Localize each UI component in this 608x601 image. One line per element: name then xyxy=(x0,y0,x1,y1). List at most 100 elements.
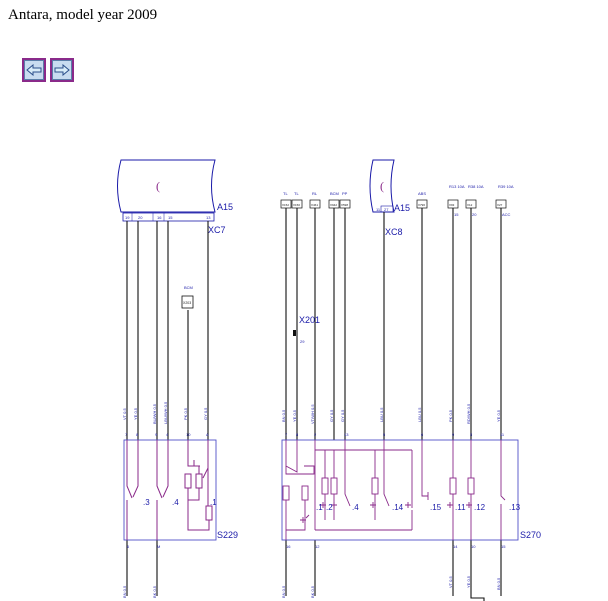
diagram-label: 10 xyxy=(186,432,191,437)
diagram-label: 6 xyxy=(127,544,130,549)
diagram-label: BK 0.5 xyxy=(310,585,315,598)
diagram-label: 14 xyxy=(453,544,458,549)
diagram-label: .12 xyxy=(474,503,486,512)
right-wires xyxy=(285,208,502,601)
diagram-label: X461 xyxy=(311,203,318,207)
bottom-left-labels: BN 0.5 BK 0.5 xyxy=(122,585,157,598)
label-bcm: BCM xyxy=(184,285,193,290)
diagram-label: 7 xyxy=(285,432,288,437)
diagram-label: YE 0.5 xyxy=(133,407,138,420)
diagram-label: RD/WH 0.5 xyxy=(466,403,471,424)
diagram-label: A xyxy=(206,432,209,437)
diagram-label: .11 xyxy=(455,503,466,512)
diagram-label: PK 0.5 xyxy=(183,407,188,420)
diagram-label: X150 xyxy=(293,203,300,207)
xc7-pin: 16 xyxy=(157,215,162,220)
module-a15-right: ( 11 27 A15 XC8 xyxy=(369,159,410,237)
label-xc8: XC8 xyxy=(385,227,403,237)
arrow-left-icon xyxy=(24,60,44,80)
diagram-label: 16 xyxy=(286,544,291,549)
diagram-label: GY 0.5 xyxy=(203,407,208,420)
next-page-button[interactable] xyxy=(50,58,74,82)
xc7-pin: 19 xyxy=(125,215,130,220)
diagram-label: YE 0.5 xyxy=(292,409,297,422)
diagram-label: .4 xyxy=(172,498,179,507)
label-xc7: XC7 xyxy=(208,225,226,235)
diagram-label: PP xyxy=(342,191,348,196)
diagram-label: .14 xyxy=(392,503,404,512)
diagram-label: 6 xyxy=(421,432,424,437)
page-title: Antara, model year 2009 xyxy=(8,7,158,23)
diagram-label: GY 0.5 xyxy=(340,409,345,422)
diagram-label: 27 xyxy=(384,207,389,212)
diagram-label: .13 xyxy=(509,503,521,512)
diagram-label: ACC xyxy=(502,212,511,217)
diagram-label: X201 xyxy=(299,315,320,325)
diagram-label: 5 xyxy=(383,432,386,437)
diagram-label: BU/WH 0.5 xyxy=(152,403,157,424)
left-wire-labels: VT 0.5 YE 0.5 BU/WH 0.5 LBU/WH 0.5 PK 0.… xyxy=(122,401,208,424)
label-s270: S270 xyxy=(520,530,541,540)
diagram-label: YE 0.5 xyxy=(466,575,471,588)
bcm-box-label: X203 xyxy=(183,301,191,305)
diagram-label: BK 0.5 xyxy=(152,585,157,598)
diagram-label: GY 0.5 xyxy=(329,409,334,422)
diagram-label: 7 xyxy=(125,432,128,437)
diagram-label: LBU 0.5 xyxy=(417,407,422,422)
diagram-label: 11 xyxy=(376,207,381,212)
diagram-label: 29 xyxy=(300,339,305,344)
diagram-label: 8 xyxy=(296,432,299,437)
label-a15-left: A15 xyxy=(217,202,233,212)
diagram-label: .4 xyxy=(352,503,359,512)
diagram-label: 9 xyxy=(155,432,158,437)
diagram-label: 10 xyxy=(471,544,476,549)
xc7-pin: 15 xyxy=(168,215,173,220)
diagram-label: .1 xyxy=(316,503,323,512)
diagram-label: 13 xyxy=(344,432,349,437)
diagram-label: ( xyxy=(380,179,384,193)
diagram-label: YE 0.5 xyxy=(496,409,501,422)
xc7-pin: 13 xyxy=(206,215,211,220)
diagram-label: RL xyxy=(312,191,318,196)
diagram-label: X93 xyxy=(449,203,455,207)
diagram-label: .3 xyxy=(143,498,150,507)
diagram-label: VT/WH 0.5 xyxy=(310,404,315,424)
diagram-label: .15 xyxy=(430,503,442,512)
diagram-label: 15 xyxy=(501,544,506,549)
connector-x201: X201 29 xyxy=(293,315,320,344)
arrow-right-icon xyxy=(52,60,72,80)
diagram-label: LBU 0.5 xyxy=(379,407,384,422)
diagram-label: BCM xyxy=(330,191,339,196)
diagram-label: BN 0.5 xyxy=(281,585,286,598)
previous-page-button[interactable] xyxy=(22,58,46,82)
bcm-connector: BCM X203 xyxy=(181,285,194,309)
diagram-label: .2 xyxy=(326,503,333,512)
diagram-label: 11 xyxy=(500,432,505,437)
diagram-label: 4 xyxy=(166,432,169,437)
module-a15-left: ( A15 xyxy=(117,159,233,213)
diagram-label: VT 0.5 xyxy=(122,408,127,420)
diagram-label: X12 xyxy=(467,203,473,207)
diagram-label: .1 xyxy=(210,498,217,507)
switch-s229: 7 8 9 4 10 A 6 M S229 .3 .4 xyxy=(123,432,238,549)
diagram-label: X796 xyxy=(418,203,425,207)
switch-s270: 7 8 2 13 5 6 9 3 11 16 12 14 10 15 S270 xyxy=(281,432,541,549)
diagram-label: TL xyxy=(294,191,299,196)
diagram-label: 2 xyxy=(314,432,317,437)
right-wire-labels: BN 0.5 YE 0.5 VT/WH 0.5 GY 0.5 GY 0.5 LB… xyxy=(281,403,501,424)
diagram-label: 3 xyxy=(470,432,473,437)
left-wires xyxy=(126,221,209,596)
diagram-label: 9 xyxy=(452,432,455,437)
diagram-label: 8 xyxy=(136,432,139,437)
diagram-label: ABS xyxy=(418,191,426,196)
diagram-label: TL xyxy=(283,191,288,196)
diagram-label: 15 xyxy=(454,212,459,217)
label-s229: S229 xyxy=(217,530,238,540)
diagram-label: R13 10A xyxy=(449,184,465,189)
diagram-label: X27 xyxy=(497,203,503,207)
diagram-label: M xyxy=(157,544,160,549)
diagram-label: 12 xyxy=(315,544,320,549)
diagram-label: X942 xyxy=(330,203,337,207)
diagram-label: 20 xyxy=(472,212,477,217)
